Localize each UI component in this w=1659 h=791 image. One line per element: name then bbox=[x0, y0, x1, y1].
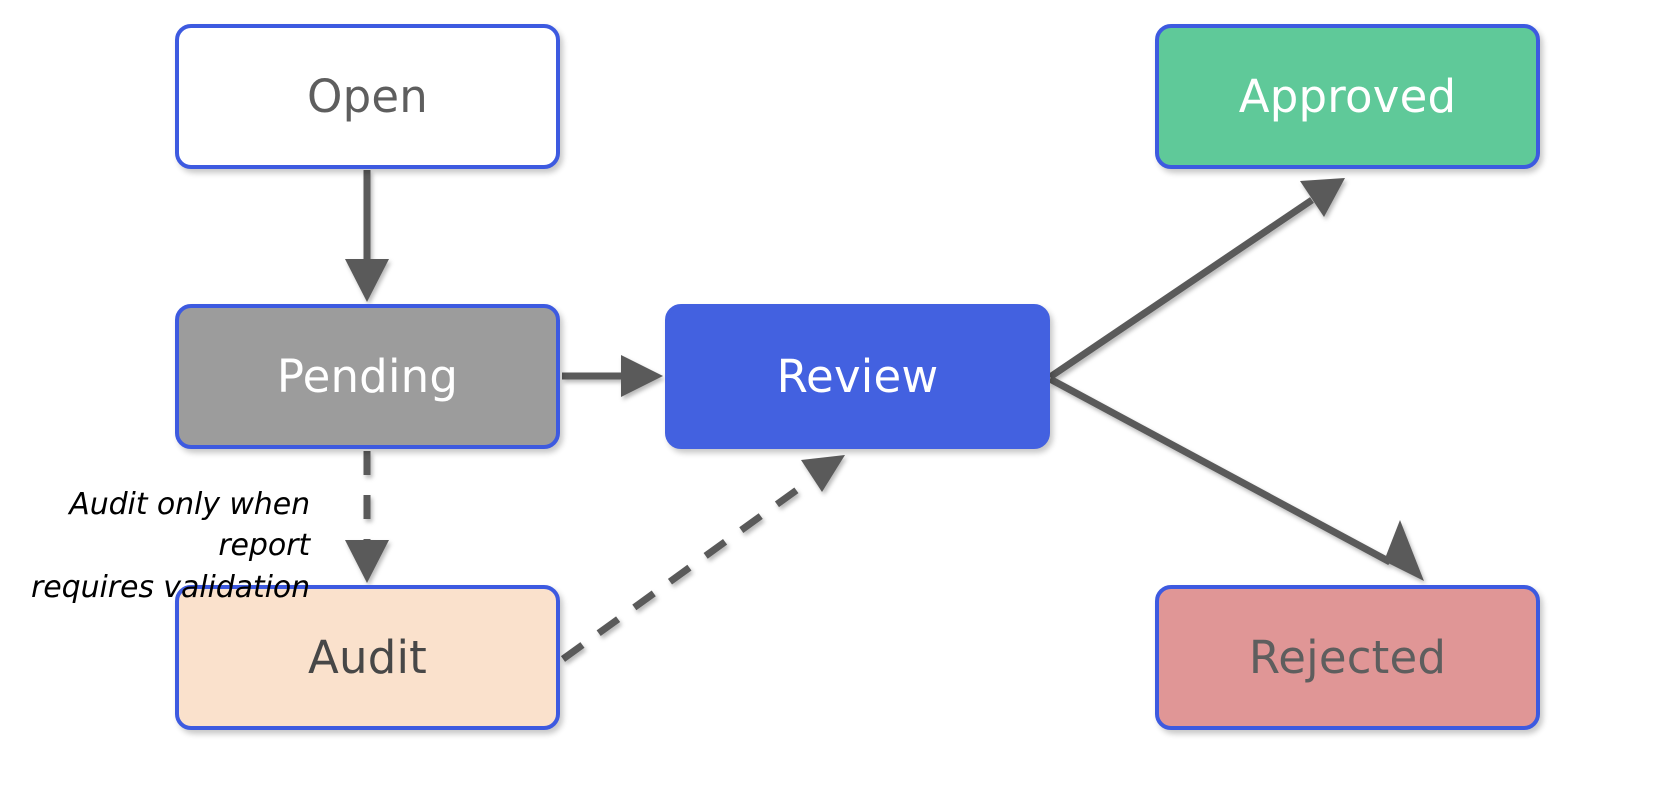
edge-review-to-approved bbox=[1048, 178, 1345, 380]
node-open-label: Open bbox=[307, 70, 428, 123]
node-review[interactable]: Review bbox=[665, 304, 1050, 449]
node-approved[interactable]: Approved bbox=[1155, 24, 1540, 169]
node-rejected-label: Rejected bbox=[1248, 631, 1447, 684]
node-audit[interactable]: Audit bbox=[175, 585, 560, 730]
edge-pending-to-audit bbox=[345, 451, 389, 583]
edge-audit-to-review bbox=[560, 455, 845, 662]
edge-label-audit-condition: Audit only when report requires validati… bbox=[31, 487, 310, 605]
node-audit-label: Audit bbox=[307, 631, 427, 684]
node-approved-label: Approved bbox=[1238, 70, 1457, 123]
node-review-label: Review bbox=[776, 350, 939, 403]
edge-pending-to-review bbox=[562, 355, 663, 397]
node-pending-label: Pending bbox=[276, 350, 459, 403]
edge-review-to-rejected bbox=[1048, 375, 1424, 581]
node-open[interactable]: Open bbox=[175, 24, 560, 169]
edge-open-to-pending bbox=[345, 170, 389, 302]
node-rejected[interactable]: Rejected bbox=[1155, 585, 1540, 730]
node-pending[interactable]: Pending bbox=[175, 304, 560, 449]
